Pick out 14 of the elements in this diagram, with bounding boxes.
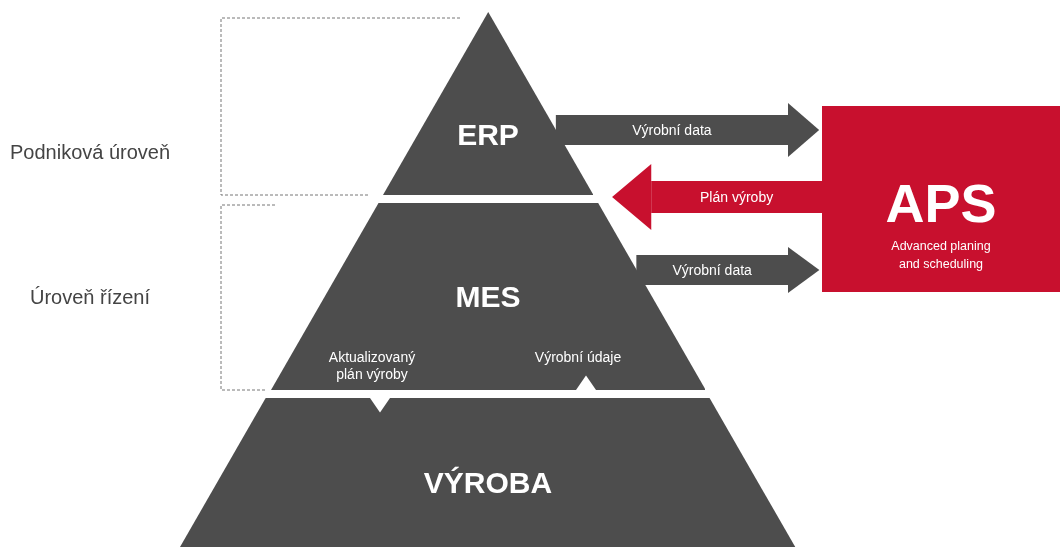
level-title: ERP (457, 118, 519, 152)
level-label: Podniková úroveň (10, 140, 171, 164)
edge-label: Výrobní údaje (533, 348, 623, 366)
arrow (636, 247, 820, 293)
box-title: APS (885, 172, 997, 234)
edge-label: Výrobní data (672, 261, 752, 279)
edge-label: Aktualizovaný plán výroby (327, 349, 417, 383)
level-title: MES (455, 280, 521, 314)
level-label: Úroveň řízení (30, 285, 151, 309)
arrow (555, 103, 820, 157)
level-title: VÝROBA (423, 466, 553, 500)
edge-label: Výrobní data (632, 121, 712, 139)
box-subtitle: Advanced planing and scheduling (890, 237, 992, 273)
edge-label: Plán výroby (700, 188, 774, 206)
